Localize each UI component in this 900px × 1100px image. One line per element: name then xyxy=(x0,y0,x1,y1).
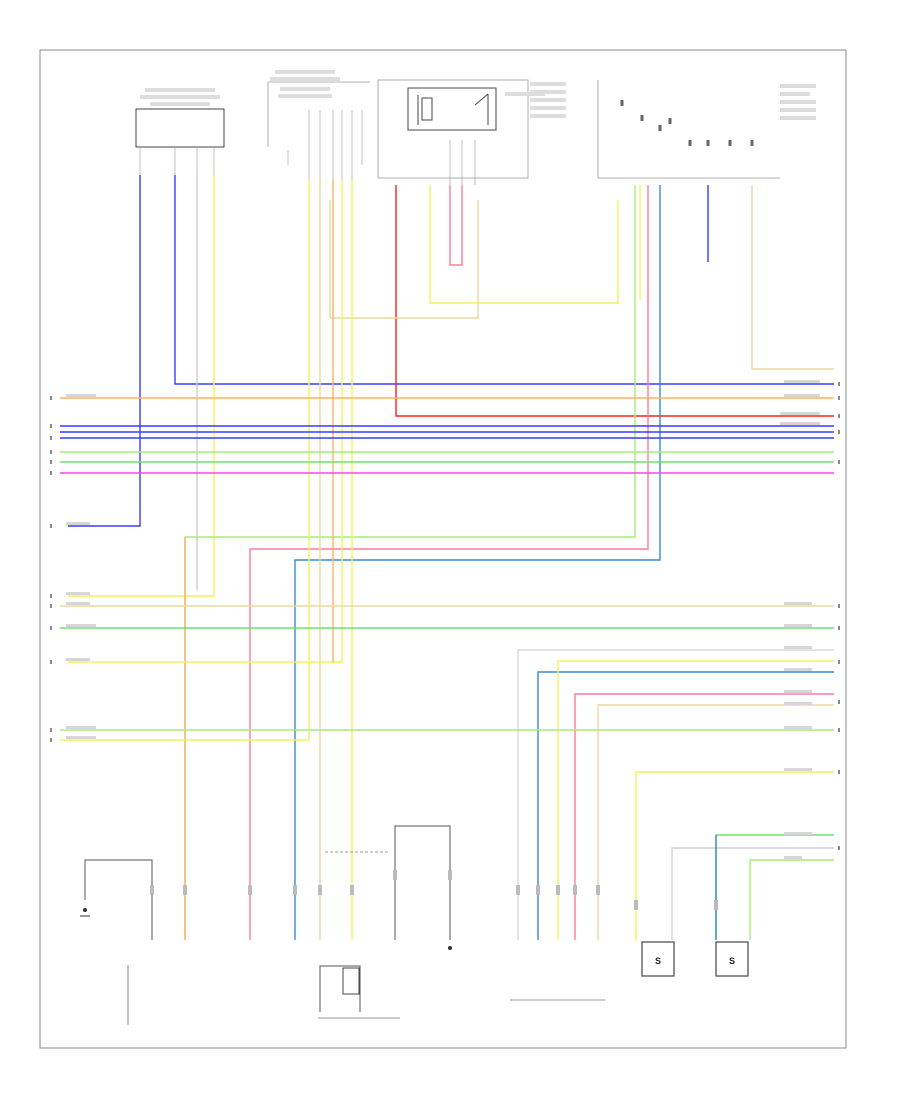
wire-pink-relay xyxy=(449,185,463,266)
wire-tan-junction-right xyxy=(751,185,834,370)
wire-pink-sensor xyxy=(574,693,834,940)
wire-green-junction xyxy=(184,185,636,940)
wire-yellow-sensor xyxy=(557,660,834,940)
wire-black-ground-left xyxy=(84,859,153,940)
wire-gray-o2-front xyxy=(671,847,834,940)
wire-pink-junction xyxy=(249,185,649,940)
wire-yellow-loop xyxy=(429,185,619,304)
wire-tan-sensor xyxy=(597,704,834,940)
wire-blue-module xyxy=(174,175,834,385)
fuel-tank-unit xyxy=(318,967,400,1019)
wire-label-marks xyxy=(66,380,820,859)
wire-black-pump xyxy=(394,825,451,940)
wire-tan-loop xyxy=(329,200,479,319)
rear-oxygen-sensor: S xyxy=(715,941,749,977)
wire-yellow-o2-front xyxy=(635,771,834,940)
front-oxygen-sensor: S xyxy=(641,941,675,977)
top-left-module xyxy=(135,88,225,148)
wire-yellow-module xyxy=(68,175,215,597)
horizontal-bus xyxy=(60,397,834,741)
wire-green-o2-rear-b xyxy=(749,859,834,940)
central-junction xyxy=(597,80,816,179)
wire-black-tank xyxy=(319,965,361,1012)
rear-sensor-symbol: S xyxy=(729,956,735,966)
wire-gray-sensor xyxy=(517,649,834,940)
wire-teal-sensor xyxy=(537,671,834,940)
front-sensor-symbol: S xyxy=(655,956,661,966)
edge-ticks xyxy=(50,382,840,850)
terminal-stubs xyxy=(150,870,718,910)
wire-blue-left xyxy=(68,175,141,527)
wire-teal-junction xyxy=(294,185,661,940)
fuel-relay xyxy=(377,79,566,179)
vertical-wires xyxy=(68,175,834,1012)
ground-symbol-center xyxy=(448,946,452,950)
ground-symbol-left xyxy=(80,908,90,917)
wire-red-relay xyxy=(395,185,834,417)
top-center-connector xyxy=(267,70,370,147)
wire-green-o2-rear xyxy=(715,834,834,940)
diagram-border xyxy=(39,49,847,1049)
connector-pins-top xyxy=(139,110,476,185)
wire-yellow-center-b xyxy=(68,180,343,663)
